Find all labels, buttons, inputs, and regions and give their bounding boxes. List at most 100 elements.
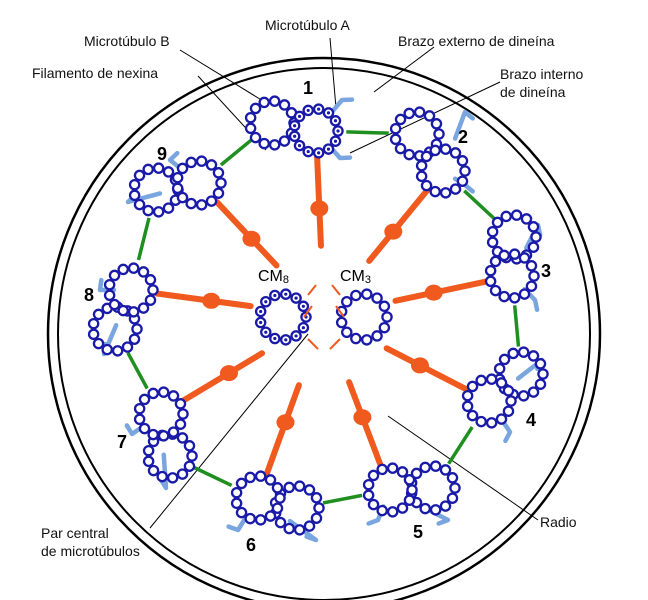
protofilament: [446, 472, 459, 484]
protofilament: [142, 444, 155, 457]
label-cm-left: CM8: [258, 269, 289, 288]
protofilament: [508, 248, 521, 260]
protofilament: [396, 502, 409, 514]
protofilament: [350, 332, 362, 345]
microtubule-a-8: [103, 262, 159, 318]
protofilament: [101, 343, 113, 356]
protofilament: [486, 225, 499, 238]
protofilament: [235, 506, 248, 519]
doublet-microtubules: [87, 95, 549, 536]
microtubule-a-3: [484, 248, 540, 304]
protofilament: [489, 255, 502, 268]
protofilament: [403, 474, 416, 486]
protofilament-dot: [297, 114, 302, 119]
protofilament: [271, 482, 284, 494]
protofilament: [466, 409, 479, 422]
protofilament: [449, 147, 462, 159]
protofilament: [367, 469, 380, 482]
protofilament: [144, 294, 157, 306]
protofilament: [518, 288, 531, 300]
central-projection: [331, 284, 341, 296]
protofilament: [144, 274, 157, 286]
protofilament: [230, 497, 243, 510]
protofilament: [176, 162, 189, 175]
protofilament-dot: [336, 129, 340, 133]
protofilament-dot: [273, 293, 277, 298]
protofilament: [439, 187, 452, 199]
cm-left-sub: 8: [282, 274, 290, 286]
label-brazo-interno-1: Brazo interno: [500, 66, 584, 82]
protofilament: [133, 169, 146, 182]
protofilament: [274, 516, 287, 529]
protofilament: [142, 204, 154, 217]
nexin-link-8: [136, 217, 151, 261]
protofilament: [461, 389, 474, 402]
protofilament: [415, 170, 428, 183]
protofilament: [486, 236, 499, 249]
spoke-head-4: [410, 357, 429, 374]
protofilament: [283, 522, 295, 535]
protofilament: [142, 163, 154, 176]
doublet-number-9: 9: [157, 144, 168, 164]
protofilament: [485, 417, 498, 429]
label-brazo-externo: Brazo externo de dineína: [398, 33, 555, 49]
protofilament: [502, 405, 515, 417]
protofilament: [274, 492, 286, 504]
leader-line: [329, 37, 337, 109]
protofilament: [244, 512, 256, 525]
protofilament: [147, 387, 159, 400]
protofilament: [449, 183, 462, 195]
protofilament: [527, 350, 540, 362]
protofilament: [475, 415, 487, 428]
protofilament: [117, 304, 129, 317]
protofilament: [174, 398, 187, 410]
protofilament: [303, 520, 316, 532]
protofilament: [92, 337, 105, 350]
protofilament: [517, 390, 530, 402]
protofilament: [147, 428, 159, 441]
protofilament: [152, 162, 165, 174]
doublet-number-7: 7: [117, 432, 128, 452]
protofilament-dot: [284, 338, 288, 342]
protofilament: [147, 464, 160, 477]
protofilament: [430, 118, 443, 130]
protofilament: [258, 137, 270, 150]
protofilament: [249, 102, 262, 115]
protofilament: [420, 150, 433, 163]
spoke-head-6: [276, 414, 295, 431]
protofilament: [138, 393, 151, 406]
radial-spokes: [153, 153, 490, 477]
protofilament-dot: [301, 304, 305, 308]
protofilament: [176, 468, 189, 480]
protofilament: [103, 289, 116, 302]
protofilament: [493, 362, 506, 375]
protofilament: [310, 492, 323, 504]
protofilament: [350, 289, 362, 302]
protofilament: [303, 484, 316, 496]
protofilament: [429, 185, 441, 198]
protofilament: [362, 489, 375, 502]
label-brazo-interno-2: de dineína: [500, 84, 566, 100]
protofilament: [147, 284, 159, 296]
cm-right-sub: 3: [364, 274, 372, 286]
nexin-link-6: [193, 466, 233, 487]
microtubule-a-6: [230, 470, 286, 526]
protofilament: [176, 191, 189, 204]
protofilament: [528, 270, 540, 282]
protofilament: [137, 266, 150, 278]
protofilament: [403, 107, 415, 120]
protofilament-dot: [294, 334, 298, 338]
protofilament: [439, 500, 452, 512]
protofilament: [313, 502, 325, 514]
protofilament: [361, 288, 373, 300]
protofilament-dot: [326, 111, 331, 115]
protofilament: [183, 440, 196, 452]
protofilament: [527, 386, 540, 398]
central-projection: [307, 338, 319, 350]
protofilament: [157, 386, 170, 398]
protofilament: [505, 395, 517, 407]
label-filamento-nexina: Filamento de nexina: [32, 65, 159, 81]
protofilament: [244, 111, 257, 124]
protofilament: [162, 166, 175, 178]
